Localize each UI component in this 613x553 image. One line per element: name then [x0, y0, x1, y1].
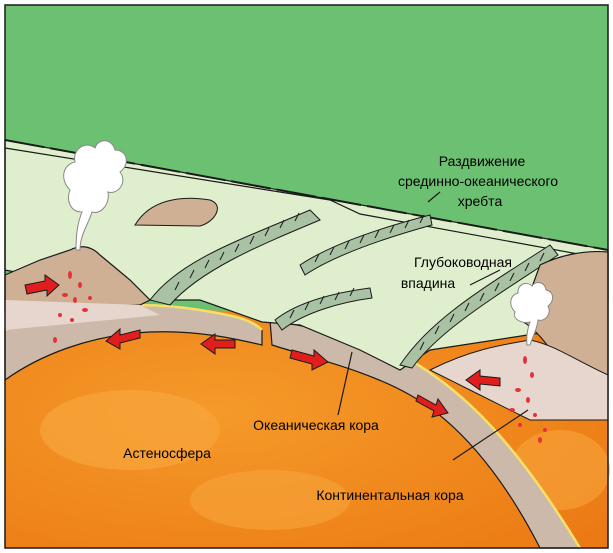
ridge-label-line2: срединно-океанического [398, 173, 558, 189]
ridge-label-line1: Раздвижение [439, 153, 526, 169]
oceanic-crust-label: Океаническая кора [253, 417, 379, 433]
ridge-label-line3: хребта [458, 193, 503, 209]
trench-label-line1: Глубоководная [414, 254, 512, 270]
asthenosphere-label: Астеносфера [123, 445, 211, 461]
continental-crust-label: Континентальная кора [316, 487, 464, 503]
trench-label-line2: впадина [401, 275, 456, 291]
